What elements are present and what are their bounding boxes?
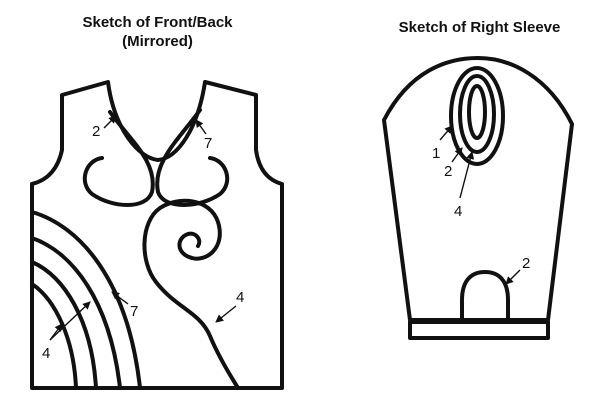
oval-middle (458, 74, 496, 154)
oval-outer (449, 66, 505, 166)
front-title-line1: Sketch of Front/Back (82, 14, 233, 31)
arrow-oval-4 (459, 151, 475, 199)
arrow-oval-2 (451, 147, 463, 163)
label-arc-inner: 4 (42, 345, 50, 362)
label-oval-2: 2 (444, 163, 452, 180)
label-oval-4: 4 (454, 203, 462, 220)
arrow-arc-inner-b (49, 323, 63, 341)
oval-inner (467, 84, 487, 140)
arrow-arc-outer (111, 291, 129, 305)
cuff-arch (460, 270, 510, 324)
bodice-sketch: 2 7 4 7 4 (30, 80, 284, 390)
arrow-cuff-arch (505, 269, 521, 285)
arrow-neck-left (103, 115, 117, 129)
arrow-s-curve (215, 305, 237, 323)
corner-arc-3 (30, 260, 98, 390)
corner-arc-1 (30, 210, 142, 390)
neck-scroll-left (82, 110, 155, 207)
front-title-line2: (Mirrored) (122, 33, 193, 50)
sleeve-sketch: 1 2 4 2 (382, 56, 574, 340)
label-s-curve: 4 (236, 289, 244, 306)
s-curve-spiral (142, 198, 240, 390)
label-oval-1: 1 (432, 145, 440, 162)
sleeve-sketch-title: Sketch of Right Sleeve (398, 19, 561, 36)
arrow-oval-1 (439, 125, 453, 141)
arrow-neck-right (195, 119, 207, 135)
label-neck-left: 2 (92, 123, 100, 140)
sleeve-cuff (408, 320, 550, 340)
front-sketch-title: Sketch of Front/Back (Mirrored) (50, 13, 265, 51)
label-neck-right: 7 (204, 135, 212, 152)
sleeve-outline (382, 56, 574, 322)
label-arc-outer: 7 (130, 303, 138, 320)
corner-arc-2 (30, 236, 122, 390)
arrow-arc-inner-a (49, 301, 91, 341)
label-cuff-arch: 2 (522, 255, 530, 272)
